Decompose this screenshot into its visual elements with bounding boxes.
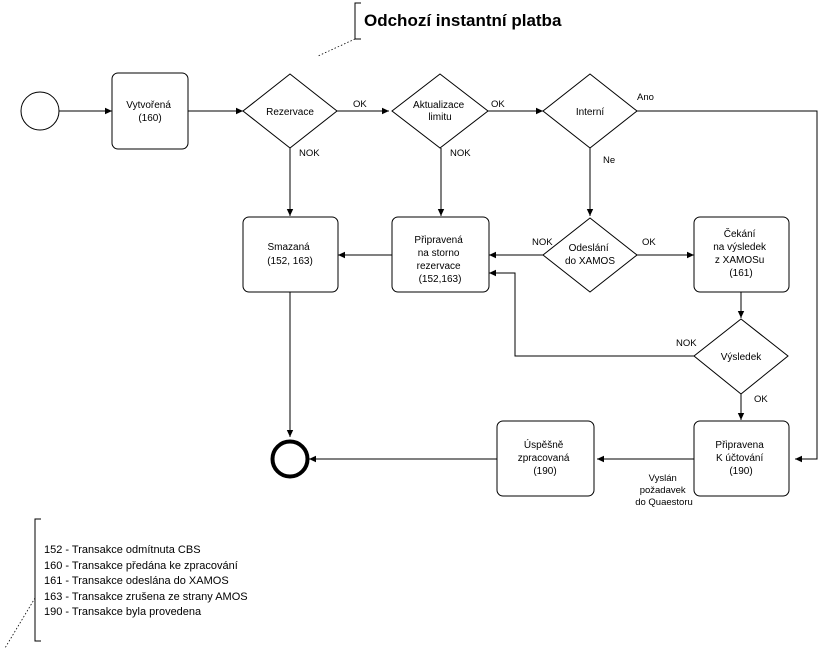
flow-interni-ano-to-uctovani [637,110,818,463]
end-event [270,439,310,479]
legend-annotation-connector [4,597,36,649]
gateway-rezervace: Rezervace [242,73,338,149]
task-pripravena-storno: Připravená na storno rezervace (152,163) [391,216,490,293]
diagram-title: Odchozí instantní platba [364,11,562,30]
edge-label-vysledek-ok: OK [754,394,768,405]
task-smazana-label: Smazaná (152, 163) [267,242,313,267]
edge-label-rezervace-nok: NOK [299,148,320,159]
start-event [20,91,60,131]
gateway-vysledek-label: Výsledek [721,352,763,363]
legend-item: 163 - Transakce zrušena ze strany AMOS [44,591,248,603]
task-pripravena-uctovani-label: Připravena K účtování (190) [715,440,766,477]
edge-label-interni-ne: Ne [603,155,615,166]
task-uspesne-zpracovana-label: Úspěšně zpracovaná (190) [518,438,572,477]
gateway-rezervace-label: Rezervace [266,107,314,118]
gateway-aktualizace-limitu: Aktualizace limitu [391,73,489,149]
task-pripravena-uctovani: Připravena K účtování (190) [693,420,790,497]
task-smazana: Smazaná (152, 163) [242,216,339,293]
title-annotation-bracket [354,2,361,40]
edge-label-aktualizace-ok: OK [491,99,505,110]
flow-vysledek-nok-to-storno [489,269,694,357]
sequence-flows [59,107,818,463]
task-uspesne-zpracovana: Úspěšně zpracovaná (190) [496,420,595,497]
task-pripravena-storno-label: Připravená na storno rezervace (152,163) [414,235,465,285]
task-cekani-xamos: Čekání na výsledek z XAMOSu (161) [693,216,790,293]
legend-item: 152 - Transakce odmítnuta CBS [44,544,201,556]
edge-label-odeslani-nok: NOK [532,237,553,248]
edge-label-vysledek-nok: NOK [676,338,697,349]
legend-item: 190 - Transakce byla provedena [44,606,202,618]
edge-label-aktualizace-nok: NOK [450,148,471,159]
gateway-aktualizace-limitu-label: Aktualizace limitu [413,100,467,123]
edge-label-interni-ano: Ano [637,92,654,103]
title-annotation-connector [317,38,356,57]
edge-label-rezervace-ok: OK [353,99,367,110]
gateway-odeslani-xamos-label: Odeslání do XAMOS [565,243,615,267]
gateway-vysledek: Výsledek [693,318,789,395]
task-vytvorena: Vytvořená (160) [111,72,189,150]
edge-label-odeslani-ok: OK [642,237,656,248]
legend-item: 160 - Transakce předána ke zpracování [44,560,238,572]
legend-annotation-bracket [34,518,41,642]
task-cekani-xamos-label: Čekání na výsledek z XAMOSu (161) [713,227,769,279]
legend-item: 161 - Transakce odeslána do XAMOS [44,575,229,587]
legend: 152 - Transakce odmítnuta CBS 160 - Tran… [44,544,248,618]
gateway-interni: Interní [542,73,638,149]
gateway-odeslani-xamos: Odeslání do XAMOS [542,217,638,293]
task-vytvorena-label: Vytvořená (160) [126,100,173,124]
gateway-interni-label: Interní [576,107,605,118]
edge-label-quaestor-request: Vyslán požadavek do Quaestoru [635,473,693,508]
